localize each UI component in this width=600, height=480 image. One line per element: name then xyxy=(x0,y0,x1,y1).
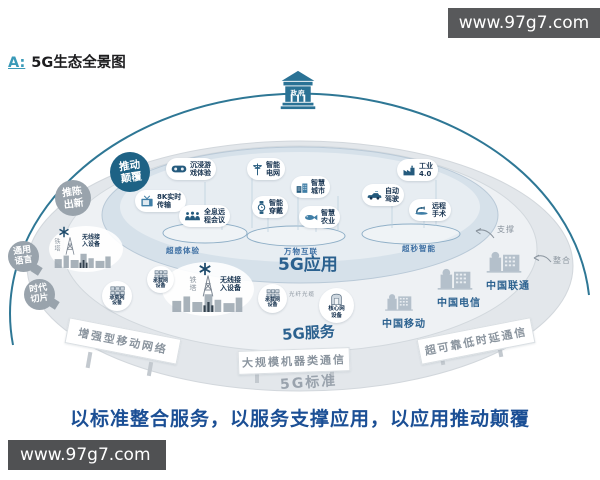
wireless-access-label: 无线接 入设备 xyxy=(82,234,101,248)
bearer-network-node-2: 承载网 设备 xyxy=(147,266,174,293)
app-bubble-label: 全息远 程会议 xyxy=(204,208,225,225)
application-inner-glow xyxy=(120,152,480,262)
smart-watch-icon xyxy=(257,200,266,214)
app-bubble-label: 智能 电网 xyxy=(266,161,280,178)
tower-label: 铁塔 xyxy=(53,238,60,252)
carrier-buildings-icon xyxy=(385,294,413,311)
bearer-network-label: 承载网 设备 xyxy=(264,296,280,308)
app-bubble-label: 8K实时 传输 xyxy=(157,193,182,210)
app-bubble-remote-surgery: 远程 手术 xyxy=(409,199,451,222)
car-icon xyxy=(367,190,382,200)
carrier-china-unicom: 中国联通 xyxy=(486,248,530,292)
support-arrow xyxy=(475,228,495,239)
city-icon xyxy=(296,183,308,193)
phase-bubble-innovate: 推陈 出新 xyxy=(55,180,91,216)
antenna-star-icon xyxy=(59,226,69,238)
app-bubble-label: 工业 4.0 xyxy=(419,162,433,179)
app-bubble-smart-agriculture: 智慧 农业 xyxy=(299,206,340,229)
server-grid-icon xyxy=(110,286,125,295)
app-bubble-label: 智能 穿戴 xyxy=(269,199,283,216)
factory-icon xyxy=(403,165,415,175)
service-layer-label: 5G服务 xyxy=(281,322,336,344)
city-skyline-icon xyxy=(54,253,111,268)
zone-ring-right xyxy=(361,223,461,245)
app-bubble-label: 自动 驾驶 xyxy=(385,187,399,204)
watermark-bottom: www.97g7.com xyxy=(8,440,166,470)
bearer-network-node-3: 承载网 设备 xyxy=(258,284,287,313)
watermark-top: www.97g7.com xyxy=(448,8,600,38)
app-bubble-immersive-gaming: 沉浸游 戏体验 xyxy=(166,158,216,181)
carrier-china-telecom: 中国电信 xyxy=(437,265,481,309)
app-bubble-8k-transmission: 8K实时 传输 xyxy=(135,190,187,213)
app-bubble-autonomous-driving: 自动 驾驶 xyxy=(362,184,404,207)
zone-label-supersecond-intelligence: 超秒智能 xyxy=(402,244,436,253)
phase-era-slicing-label: 时代 切片 xyxy=(29,283,50,306)
carrier-buildings-icon xyxy=(437,268,473,290)
people-icon xyxy=(185,211,200,221)
app-bubble-holographic-meeting: 全息远 程会议 xyxy=(179,205,230,228)
phase-bubble-era-slicing: 时代 切片 xyxy=(24,279,60,310)
city-skyline-icon xyxy=(172,294,243,312)
core-network-node: 核心网 设备 xyxy=(319,288,354,323)
page-title: A: 5G生态全景图 xyxy=(8,51,126,72)
integrate-arrow xyxy=(533,254,552,263)
app-bubble-smart-wearable: 智能 穿戴 xyxy=(252,196,288,219)
carrier-china-telecom-label: 中国电信 xyxy=(437,298,481,309)
watermark-bottom-text: www.97g7.com xyxy=(20,445,151,465)
app-bubble-smart-city: 智慧 城市 xyxy=(291,176,330,199)
phase-bubble-common-language: 通用 语言 xyxy=(8,241,43,276)
core-network-label: 核心网 设备 xyxy=(328,306,345,319)
government-node: 政府 xyxy=(279,70,317,110)
tower-cluster-left: 铁塔 无线接 入设备 xyxy=(50,224,126,272)
phase-bubble-disrupt: 推动 颠覆 xyxy=(110,152,150,192)
tower-cluster-center: 铁塔 无线接 入设备 xyxy=(166,260,256,316)
watermark-top-text: www.97g7.com xyxy=(458,13,590,33)
bearer-network-node-1: 承载网 设备 xyxy=(102,281,132,311)
lattice-tower-icon xyxy=(65,237,75,255)
power-tower-icon xyxy=(253,163,262,176)
tower-label: 铁塔 xyxy=(189,276,197,292)
app-bubble-smart-grid: 智能 电网 xyxy=(247,158,285,181)
bearer-network-label: 承载网 设备 xyxy=(109,294,125,306)
core-cabinet-icon xyxy=(331,294,342,306)
zone-label-super-sensory: 超感体验 xyxy=(166,246,200,255)
carrier-china-mobile-label: 中国移动 xyxy=(382,319,426,330)
antenna-star-icon xyxy=(199,262,211,276)
zone-label-iot-everything: 万物互联 xyxy=(284,247,318,256)
carrier-china-unicom-label: 中国联通 xyxy=(486,281,530,292)
carrier-buildings-icon xyxy=(486,251,522,273)
standard-bar-label: 大规模机器类通信 xyxy=(241,353,347,370)
app-bubble-label: 智慧 城市 xyxy=(311,179,325,196)
carrier-china-mobile: 中国移动 xyxy=(382,291,426,330)
fiber-optic-label: 光纤光缆 xyxy=(289,292,316,298)
phase-innovate-label: 推陈 出新 xyxy=(61,185,85,211)
tv-icon xyxy=(141,195,153,206)
wireless-access-label: 无线接 入设备 xyxy=(220,276,241,293)
outer-ecosystem-arc xyxy=(9,92,590,346)
server-grid-icon xyxy=(154,269,167,278)
app-bubble-industry-4-0: 工业 4.0 xyxy=(397,159,438,182)
bottom-slogan: 以标准整合服务，以服务支撑应用，以应用推动颠覆 xyxy=(69,408,530,430)
phase-common-language-label: 通用 语言 xyxy=(13,245,34,268)
zone-ring-center xyxy=(246,225,346,247)
fish-icon xyxy=(305,214,318,220)
app-bubble-label: 智慧 农业 xyxy=(321,209,335,226)
lattice-tower-icon xyxy=(202,275,214,297)
title-text: 5G生态全景图 xyxy=(31,55,126,71)
government-building-icon xyxy=(280,70,316,110)
server-grid-icon xyxy=(266,288,279,297)
bearer-network-label: 承载网 设备 xyxy=(152,277,168,289)
government-label: 政府 xyxy=(290,89,306,97)
title-prefix: A: xyxy=(8,55,26,71)
standard-layer-label: 5G标准 xyxy=(279,373,338,393)
robot-arm-icon xyxy=(415,206,428,215)
app-layer-label: 5G应用 xyxy=(278,255,338,275)
integrate-annotation: 整合 xyxy=(553,256,571,265)
support-annotation: 支撑 xyxy=(497,225,515,234)
app-bubble-label: 远程 手术 xyxy=(432,202,446,219)
phase-disrupt-label: 推动 颠覆 xyxy=(117,158,143,186)
game-controller-icon xyxy=(171,165,187,173)
app-bubble-label: 沉浸游 戏体验 xyxy=(190,161,211,178)
